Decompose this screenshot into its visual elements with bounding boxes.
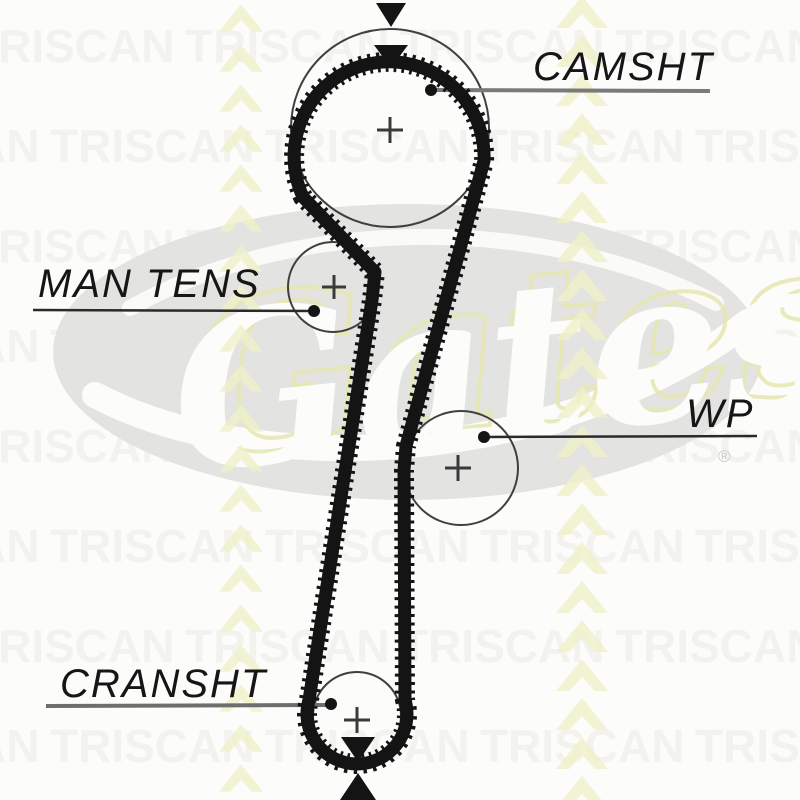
tile-watermark-text: TRISCAN bbox=[695, 720, 800, 772]
chevron-icon bbox=[556, 737, 608, 769]
chevron-icon bbox=[218, 324, 264, 352]
tile-watermark-text: TRISCAN bbox=[265, 520, 469, 572]
chevron-icon bbox=[556, 308, 608, 340]
chevron-icon bbox=[556, 620, 608, 652]
chevron-icon bbox=[556, 347, 608, 379]
chevron-icon bbox=[556, 659, 608, 691]
chevron-icon bbox=[218, 764, 264, 792]
tensioner-label: MAN TENS bbox=[38, 262, 261, 306]
registered-trademark-icon: ® bbox=[718, 447, 731, 466]
chevron-icon bbox=[218, 484, 264, 512]
tile-watermark-text: TRISCAN bbox=[615, 20, 800, 72]
chevron-icon bbox=[218, 524, 264, 552]
chevron-icon bbox=[218, 724, 264, 752]
chevron-icon bbox=[556, 152, 608, 184]
chevron-icon bbox=[218, 124, 264, 152]
camshaft-timing-mark-outer-icon bbox=[376, 3, 406, 27]
tile-watermark-text: TRISCAN bbox=[695, 120, 800, 172]
chevron-icon bbox=[218, 644, 264, 672]
chevron-icon bbox=[556, 698, 608, 730]
timing-belt-path bbox=[287, 55, 491, 771]
chevron-icon bbox=[218, 564, 264, 592]
chevron-icon bbox=[218, 364, 264, 392]
chevron-icon bbox=[218, 244, 264, 272]
camshaft-label: CAMSHT bbox=[533, 45, 714, 89]
gates-swoosh-upper bbox=[122, 228, 724, 316]
chevron-icon bbox=[556, 464, 608, 496]
crankshaft-leader-line bbox=[45, 703, 332, 708]
chevron-icon bbox=[556, 581, 608, 613]
chevron-icon bbox=[556, 35, 608, 67]
camshaft-timing-mark-inner-icon bbox=[374, 45, 408, 68]
chevron-icon bbox=[218, 84, 264, 112]
chevron-icon bbox=[556, 542, 608, 574]
tensioner-leader-dot bbox=[308, 305, 320, 317]
tile-watermark-text: TRISCAN bbox=[0, 520, 39, 572]
crankshaft-leader-dot bbox=[325, 698, 337, 710]
crankshaft-center-cross-icon bbox=[344, 707, 370, 733]
water-pump-center-cross-icon bbox=[445, 455, 471, 481]
tile-watermark-text: TRISCAN bbox=[695, 520, 800, 572]
chevron-icon bbox=[218, 204, 264, 232]
chevron-icon bbox=[556, 503, 608, 535]
chevron-icon bbox=[556, 191, 608, 223]
chevron-icon bbox=[218, 44, 264, 72]
tile-watermark-text: TRISCAN bbox=[50, 120, 254, 172]
chevron-icon bbox=[218, 404, 264, 432]
timing-marks bbox=[340, 3, 408, 800]
chevron-icon bbox=[218, 4, 264, 32]
chevron-icon bbox=[218, 284, 264, 312]
pulley-center-marks bbox=[322, 117, 471, 733]
tile-watermark-text: TRISCAN bbox=[0, 620, 174, 672]
camshaft-leader-line bbox=[430, 88, 711, 93]
chevron-icon bbox=[556, 386, 608, 418]
chevron-icon bbox=[218, 604, 264, 632]
water-pump-leader-dot bbox=[478, 431, 490, 443]
crankshaft-timing-mark-inner-icon bbox=[341, 737, 375, 762]
chevron-icon bbox=[218, 444, 264, 472]
tile-watermark-text: TRISCAN bbox=[0, 20, 174, 72]
camshaft-leader-dot bbox=[425, 84, 437, 96]
camshaft-center-cross-icon bbox=[377, 117, 403, 143]
tile-watermark-text: TRISCAN bbox=[50, 520, 254, 572]
tile-watermark-text: TRISCAN bbox=[0, 720, 39, 772]
tile-watermark-text: TRISCAN bbox=[615, 620, 800, 672]
tile-watermark-text: TRISCAN bbox=[0, 320, 39, 372]
chevron-icon bbox=[556, 230, 608, 262]
chevron-icon bbox=[218, 164, 264, 192]
chevron-icon bbox=[556, 0, 608, 28]
tensioner-leader-line bbox=[32, 308, 315, 313]
timing-belt bbox=[284, 51, 495, 774]
leader-lines bbox=[32, 88, 758, 708]
leader-dots bbox=[308, 84, 490, 710]
chevron-icon bbox=[556, 113, 608, 145]
tensioner-center-cross-icon bbox=[322, 275, 346, 299]
pulley-labels: CAMSHT MAN TENS WP CRANSHT bbox=[38, 45, 754, 706]
chevron-icon bbox=[556, 425, 608, 457]
crankshaft-label: CRANSHT bbox=[60, 662, 268, 706]
chevron-pattern bbox=[218, 0, 608, 800]
water-pump-leader-line bbox=[483, 434, 758, 439]
tile-watermark-text: TRISCAN bbox=[50, 720, 254, 772]
water-pump-label: WP bbox=[686, 392, 754, 436]
chevron-icon bbox=[556, 269, 608, 301]
tile-watermark-text: TRISCAN bbox=[185, 620, 389, 672]
crankshaft-timing-mark-outer-icon bbox=[340, 773, 376, 800]
tile-watermark-text: TRISCAN bbox=[0, 120, 39, 172]
chevron-icon bbox=[562, 776, 602, 800]
